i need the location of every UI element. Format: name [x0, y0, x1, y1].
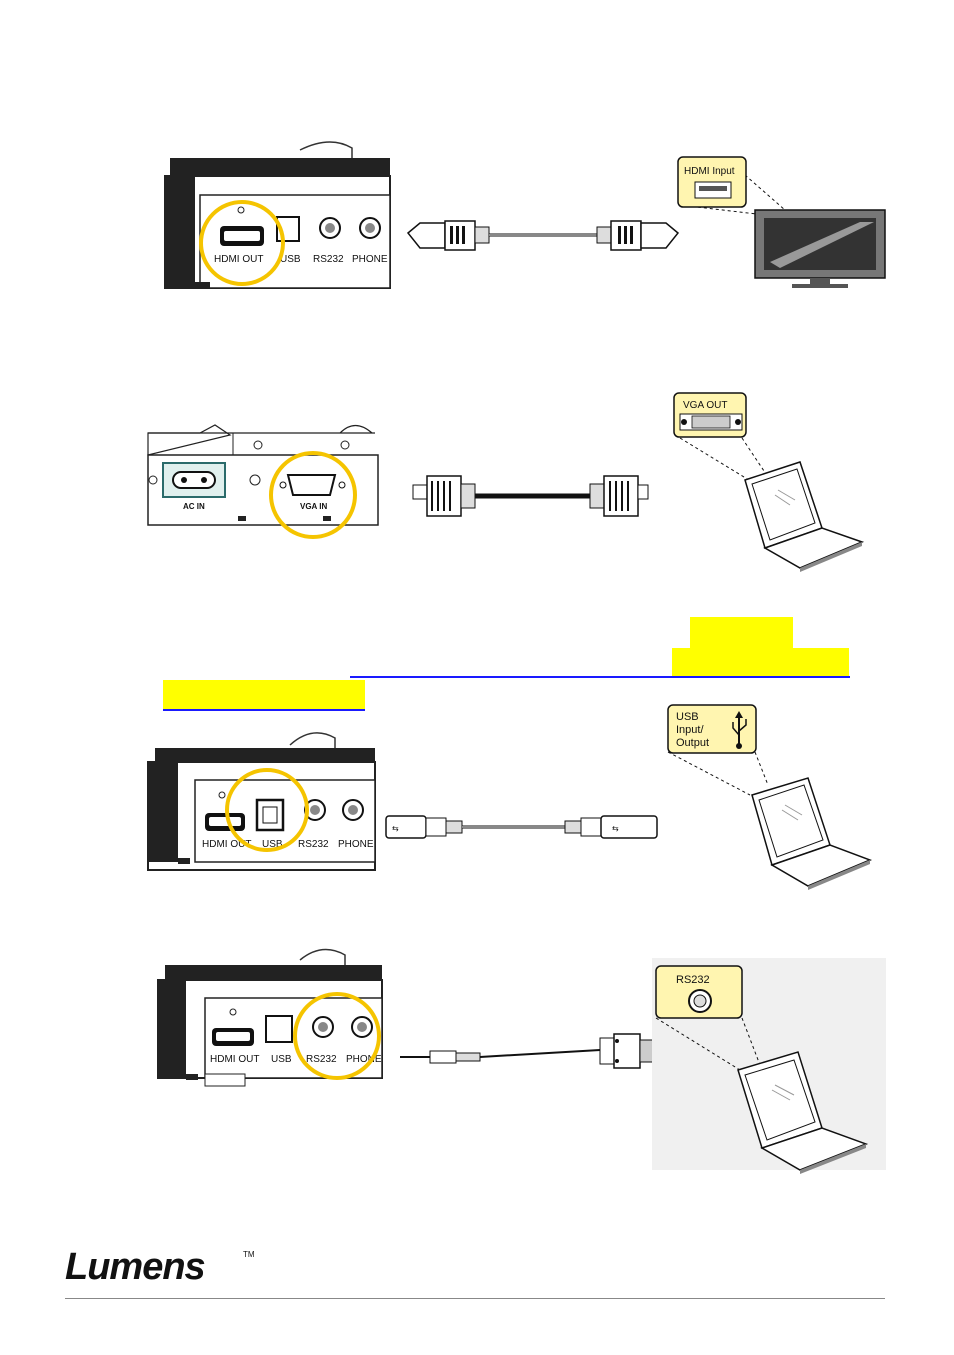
label-usb-4: USB [271, 1054, 292, 1065]
usb-cable: ⇆ ⇆ [385, 815, 658, 839]
rs232-cable [400, 1033, 655, 1069]
footer-logo: Lumens TM [65, 1246, 255, 1289]
label-phone-4: PHONE [346, 1054, 382, 1065]
hdmi-input-callout: HDMI Input [677, 156, 786, 216]
device-rear-panel-rs232: HDMI OUT USB RS232 PHONE [157, 948, 383, 1087]
svg-text:⇆: ⇆ [612, 824, 619, 833]
laptop-usb [751, 777, 873, 890]
svg-text:⇆: ⇆ [392, 824, 399, 833]
laptop-vga [744, 461, 865, 572]
highlight-circle-usb [225, 768, 309, 852]
usb-connection-diagram: HDMI OUT USB RS232 PHONE ⇆ ⇆ USB Input/ … [147, 704, 873, 890]
label-hdmi-out-4: HDMI OUT [210, 1054, 259, 1065]
highlight-circle-vga [269, 451, 357, 539]
label-hdmi-out: HDMI OUT [214, 254, 263, 265]
laptop-rs232 [737, 1051, 869, 1174]
callout-vga-out: VGA OUT [683, 400, 727, 411]
callout-usb-line2: Input/ [676, 724, 704, 736]
hyperlink-underline[interactable] [350, 676, 850, 678]
highlight-block-3 [163, 680, 365, 710]
hyperlink-underline-2[interactable] [163, 709, 365, 711]
lumens-logo-text: Lumens [65, 1246, 206, 1288]
device-rear-panel-usb: HDMI OUT USB RS232 PHONE [147, 732, 376, 871]
label-phone-3: PHONE [338, 839, 374, 850]
device-rear-panel-vga: AC IN VGA IN [147, 424, 379, 526]
vga-out-callout: VGA OUT [673, 392, 771, 489]
highlight-block-2 [672, 648, 849, 678]
trademark-mark: TM [243, 1250, 255, 1259]
vga-connection-diagram: AC IN VGA IN VGA OUT [147, 392, 865, 572]
usb-callout: USB Input/ Output [667, 704, 769, 796]
hdmi-cable [406, 220, 680, 251]
footer-divider [65, 1298, 885, 1299]
label-vga-in: VGA IN [300, 502, 327, 511]
vga-cable [412, 475, 649, 517]
hdmi-connection-diagram: HDMI OUT USB RS232 PHONE HDMI Input [164, 141, 886, 289]
label-usb-3: USB [262, 839, 283, 850]
label-rs232-3: RS232 [298, 839, 329, 850]
usb-icon [732, 711, 747, 749]
highlight-circle-rs232 [293, 992, 381, 1080]
rs232-connection-diagram: HDMI OUT USB RS232 PHONE RS232 [157, 948, 886, 1174]
tv-monitor [754, 209, 886, 288]
label-phone: PHONE [352, 254, 388, 265]
highlight-circle-hdmi [199, 200, 285, 286]
label-ac-in: AC IN [183, 502, 205, 511]
label-rs232: RS232 [313, 254, 344, 265]
callout-rs232: RS232 [676, 974, 710, 986]
label-usb: USB [280, 254, 301, 265]
callout-hdmi-input: HDMI Input [684, 166, 735, 177]
callout-usb-line3: Output [676, 737, 709, 749]
highlight-block-1 [690, 617, 793, 649]
label-rs232-4: RS232 [306, 1054, 337, 1065]
callout-usb-line1: USB [676, 711, 699, 723]
label-hdmi-out-3: HDMI OUT [202, 839, 251, 850]
device-rear-panel: HDMI OUT USB RS232 PHONE [164, 141, 391, 289]
